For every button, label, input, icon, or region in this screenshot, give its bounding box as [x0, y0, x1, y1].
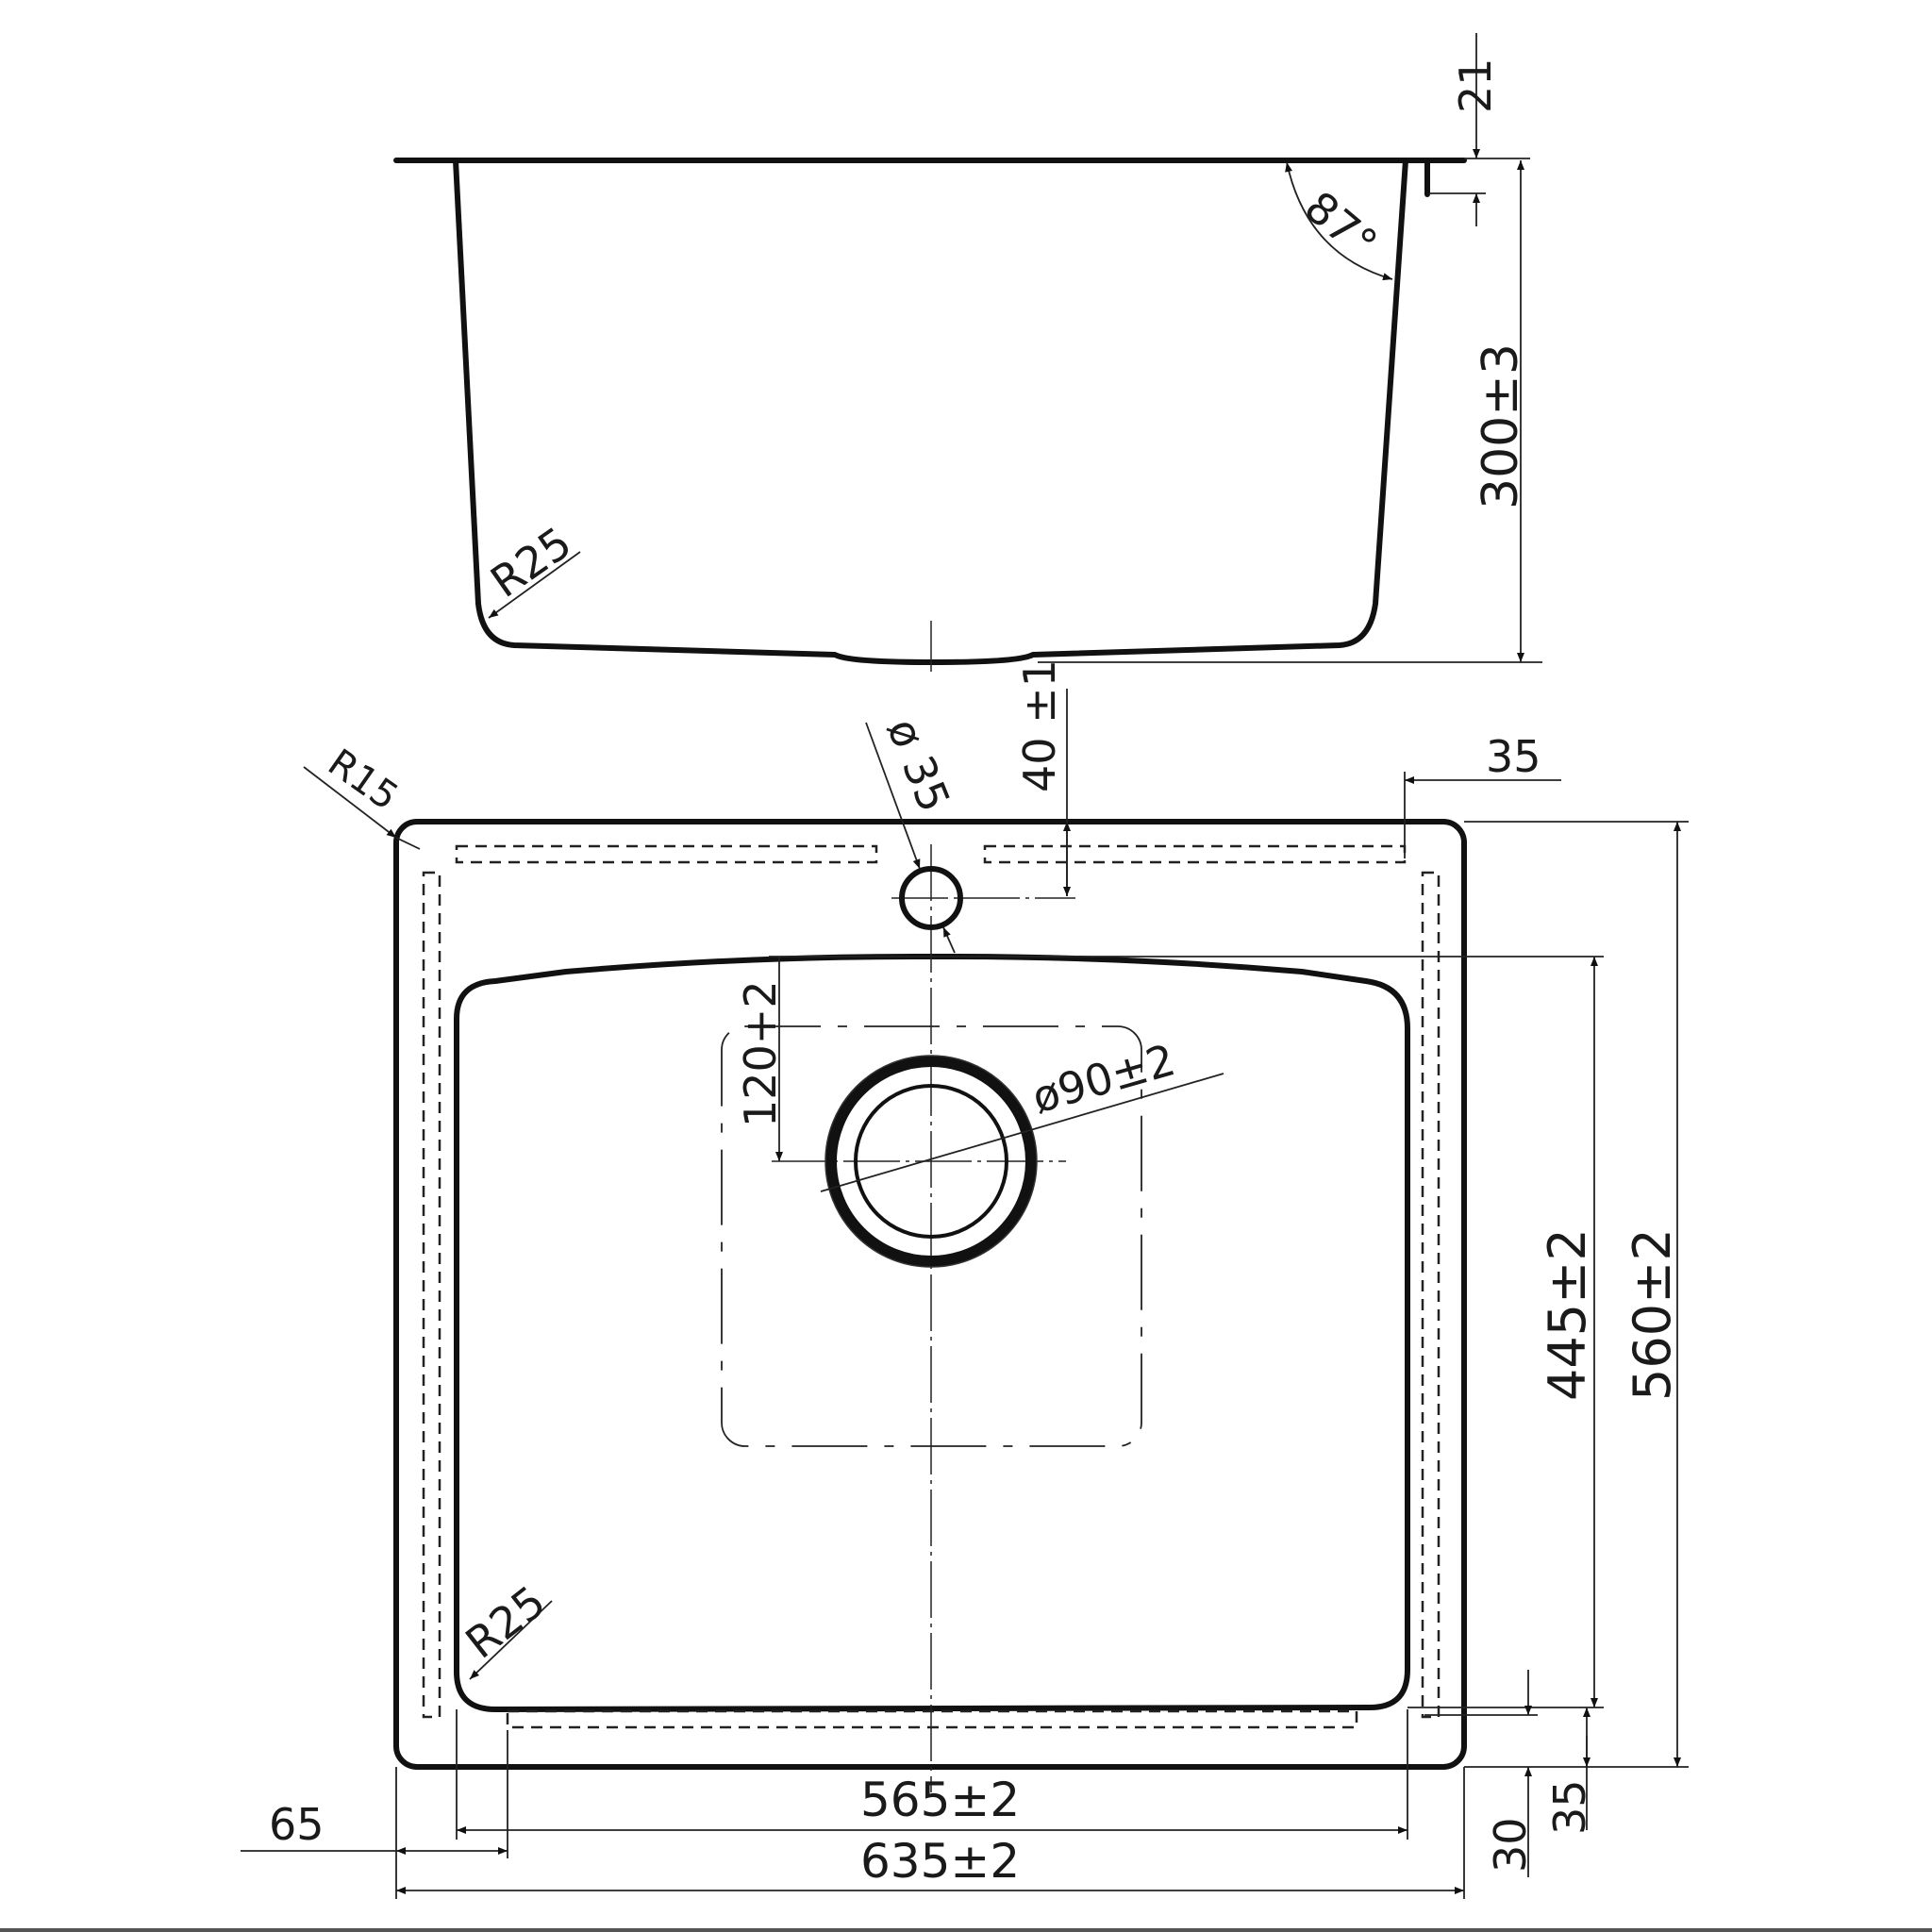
dim-21-label: 21: [1450, 58, 1501, 113]
dashed-channel-top-left: [455, 844, 878, 864]
dim-87-arc: [1285, 161, 1393, 281]
dim-30-label: 30: [1485, 1817, 1536, 1873]
dim-drain-dia-label: ø90±2: [1026, 1034, 1180, 1123]
dim-r15-leader-tail: [395, 837, 421, 850]
dim-r25-plan-leader: [469, 1600, 553, 1680]
dashed-channel-top-right: [983, 844, 1407, 864]
dim-560-label: 560±2: [1623, 1228, 1682, 1401]
dim-445-label: 445±2: [1538, 1228, 1597, 1401]
plan-view: R15 ø 35 40 ±1 35 120+2 ø90±2 445±2 560±…: [241, 659, 1689, 1899]
dim-tap-dia-leader: [865, 722, 921, 870]
drain-inner-ring: [854, 1084, 1008, 1239]
plan-bowl-outline: [454, 953, 1410, 1712]
dim-r25-section-label: R25: [481, 517, 580, 608]
section-view: 21 300±3 87° R25: [393, 33, 1542, 672]
dim-40-label: 40 ±1: [1014, 659, 1065, 792]
dim-87-label: 87°: [1295, 181, 1387, 270]
drain-outer-ring: [825, 1056, 1037, 1267]
dim-635-label: 635±2: [860, 1834, 1020, 1889]
dim-r25-plan-label: R25: [457, 1575, 556, 1668]
dim-drain-dia-leader: [820, 1073, 1224, 1192]
section-basin-profile: [453, 158, 1408, 665]
dim-r15-label: R15: [320, 741, 406, 820]
dim-35-bottom-label: 35: [1544, 1779, 1595, 1835]
dashed-channel-bottom: [506, 1709, 1358, 1729]
dim-r25-section-leader: [488, 551, 581, 619]
dim-120-label: 120+2: [735, 980, 786, 1127]
tap-hole: [899, 866, 963, 930]
dim-565-label: 565±2: [860, 1773, 1020, 1827]
dashed-channel-right: [1421, 871, 1441, 1719]
dim-300-label: 300±3: [1473, 343, 1529, 509]
dim-35-top-label: 35: [1486, 731, 1541, 782]
dashed-channel-left: [422, 871, 441, 1719]
dim-r15-leader: [303, 766, 397, 839]
dim-tap-dia-label: ø 35: [877, 711, 960, 819]
bottom-border: [0, 1928, 1932, 1932]
drain-outer-ring-edge: [824, 1055, 1038, 1268]
dim-65-label: 65: [269, 1799, 325, 1850]
dim-tap-dia-leader-2: [942, 926, 956, 954]
plan-outer-outline: [393, 819, 1467, 1770]
